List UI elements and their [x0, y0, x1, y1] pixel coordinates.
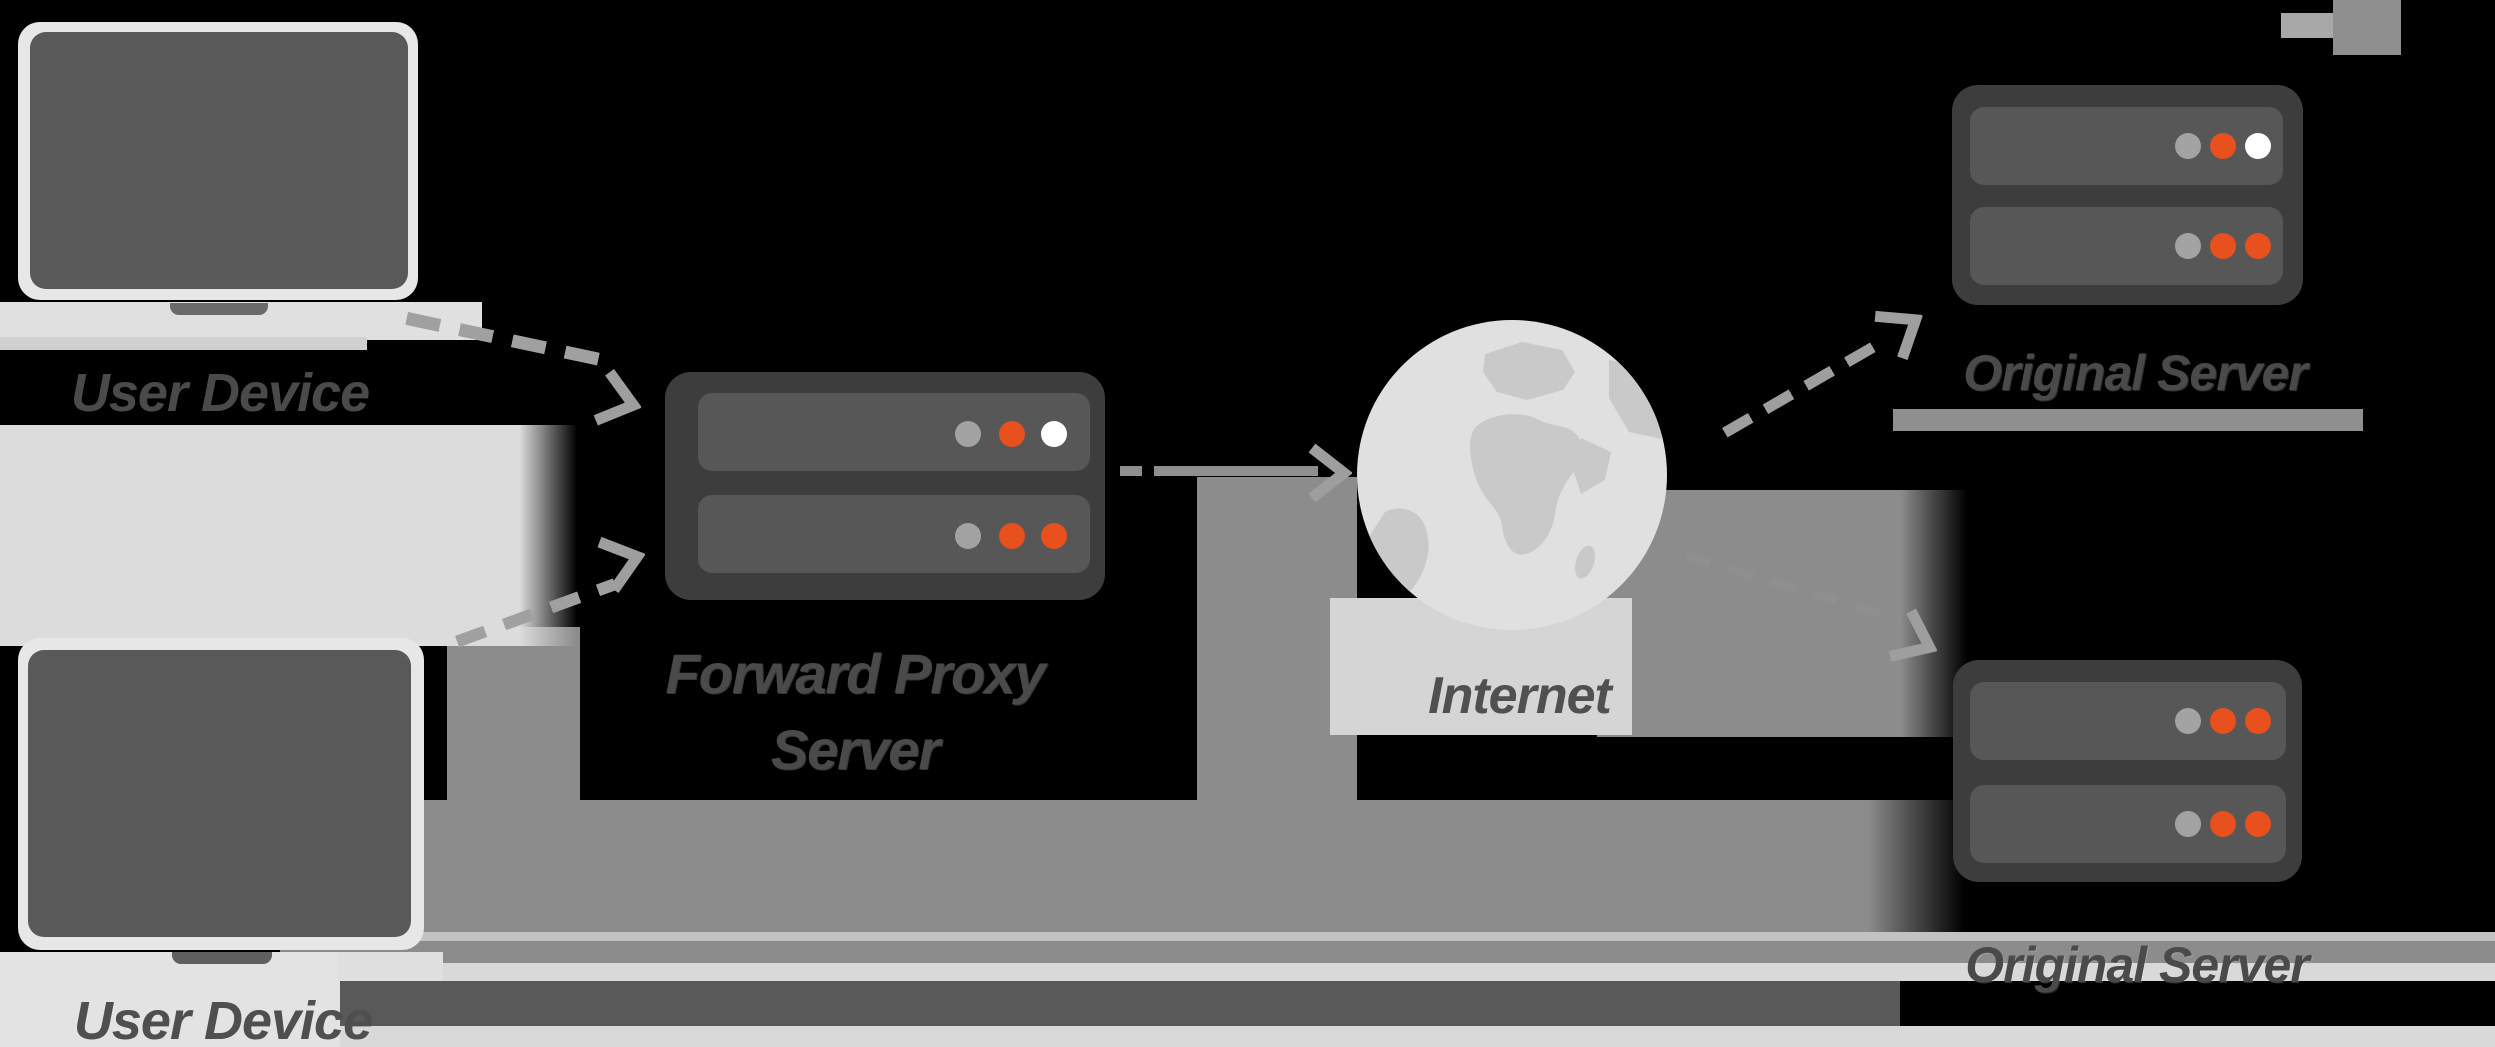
- status-light-gray: [955, 523, 981, 549]
- arrow-internet-to-top-server: [1722, 335, 1888, 438]
- bottom-stripe: [0, 1026, 2495, 1047]
- status-light-gray: [2175, 811, 2201, 837]
- laptop-hinge: [172, 952, 272, 964]
- forward-proxy-label-line2: Server: [770, 718, 940, 781]
- laptop-base: [0, 337, 367, 350]
- gray-band: [335, 800, 1965, 932]
- server-slot: [1970, 207, 2283, 285]
- server-slot: [698, 495, 1090, 573]
- status-light-orange: [2210, 133, 2236, 159]
- user-device-top-label: User Device: [70, 363, 370, 423]
- user-device-bottom-label: User Device: [73, 991, 373, 1047]
- gray-slab: [1597, 490, 1967, 737]
- chevron-arrowhead-icon: [597, 536, 646, 594]
- laptop-screen: [30, 32, 408, 289]
- laptop-hinge: [170, 303, 268, 315]
- server-slot: [1970, 682, 2286, 760]
- gray-band: [1893, 409, 2363, 431]
- server-slot: [1970, 107, 2283, 185]
- status-light-white: [2245, 133, 2271, 159]
- status-light-orange: [2210, 233, 2236, 259]
- internet-label: Internet: [1428, 667, 1612, 725]
- chevron-arrowhead-icon: [1308, 443, 1352, 503]
- globe-landmasses: [1367, 342, 1667, 601]
- bottom-stripe: [280, 941, 2495, 963]
- original-server-top-label: Original Server: [1963, 345, 2308, 401]
- chevron-arrowhead-icon: [1874, 310, 1924, 361]
- status-light-orange: [2245, 811, 2271, 837]
- status-light-orange: [2245, 708, 2271, 734]
- server-slot: [698, 393, 1090, 471]
- status-light-orange: [2210, 708, 2236, 734]
- status-light-gray: [955, 421, 981, 447]
- status-light-gray: [2175, 233, 2201, 259]
- status-light-orange: [999, 523, 1025, 549]
- forward-proxy-label-line1: Forward Proxy: [665, 642, 1045, 705]
- status-light-orange: [2210, 811, 2236, 837]
- bottom-stripe-dark: [335, 981, 1900, 1026]
- status-light-gray: [2175, 708, 2201, 734]
- bottom-stripe: [280, 932, 2495, 941]
- arrow-proxy-to-internet: [1120, 466, 1142, 476]
- corner-fragment: [2281, 13, 2333, 38]
- server-slot: [1970, 785, 2286, 863]
- original-server-bottom-label: Original Server: [1965, 937, 2310, 993]
- globe-icon: [1357, 320, 1667, 630]
- light-panel: [0, 425, 577, 646]
- corner-fragment: [2333, 0, 2401, 55]
- status-light-gray: [2175, 133, 2201, 159]
- status-light-orange: [2245, 233, 2271, 259]
- status-light-orange: [1041, 523, 1067, 549]
- gray-slab: [447, 627, 580, 950]
- laptop-base: [338, 952, 443, 981]
- chevron-arrowhead-icon: [1888, 608, 1938, 662]
- status-light-white: [1041, 421, 1067, 447]
- bottom-stripe: [280, 963, 2495, 981]
- laptop-screen: [28, 650, 411, 937]
- chevron-arrowhead-icon: [593, 369, 643, 426]
- status-light-orange: [999, 421, 1025, 447]
- forward-proxy-label: Forward Proxy Server: [640, 636, 1070, 788]
- laptop-base: [0, 952, 340, 1047]
- arrow-proxy-to-internet: [1154, 466, 1318, 476]
